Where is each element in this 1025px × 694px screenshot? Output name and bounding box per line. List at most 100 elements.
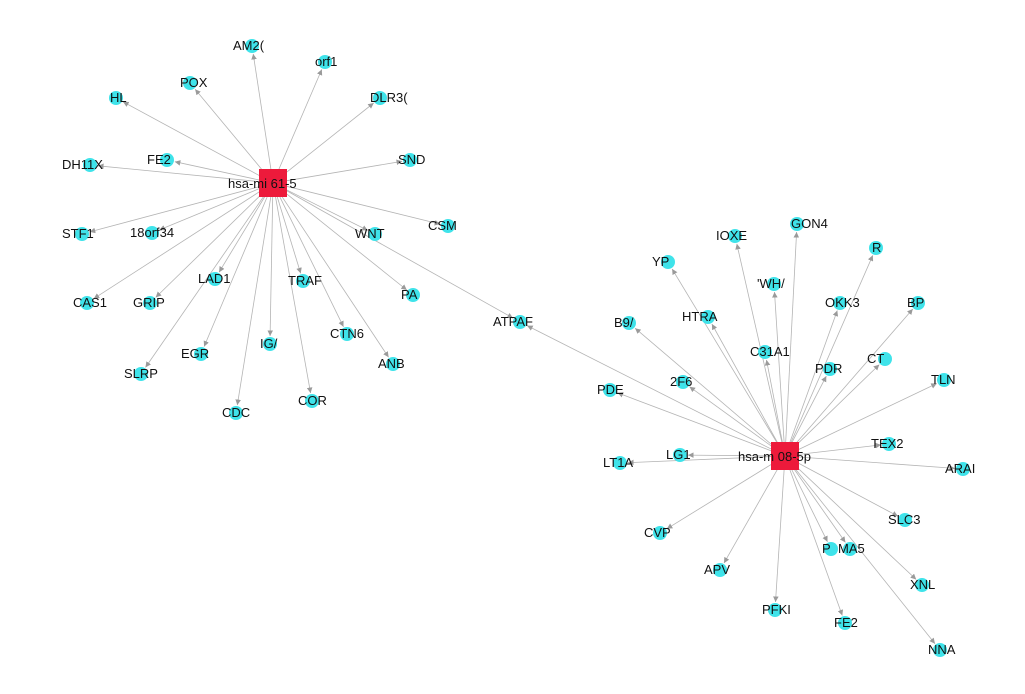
edge-h1-t8: [174, 160, 260, 181]
target-node-label: AM2(: [233, 38, 265, 53]
target-node-dot: [843, 542, 857, 556]
target-node-dot: [622, 316, 636, 330]
target-node-dot: [701, 310, 715, 324]
mirna-hub-node[interactable]: hsa-m 08-5p: [738, 442, 811, 470]
target-node[interactable]: NNA: [928, 642, 956, 657]
target-node[interactable]: SLC3: [888, 512, 921, 527]
target-node-label: DH11X: [62, 157, 103, 172]
target-node[interactable]: APV: [704, 562, 730, 577]
mirna-hub-node[interactable]: hsa-mi 61-5: [228, 169, 297, 197]
target-node[interactable]: 18orf34: [130, 225, 174, 240]
target-node-dot: [160, 153, 174, 167]
target-node[interactable]: DLR3(: [370, 90, 408, 105]
target-node-label: TLN: [931, 372, 956, 387]
target-node-label: PA: [401, 287, 418, 302]
target-node[interactable]: B9/: [614, 315, 636, 330]
target-node[interactable]: HL: [109, 90, 127, 105]
target-node[interactable]: orf1: [315, 54, 337, 69]
target-node[interactable]: LAD1: [198, 271, 231, 286]
target-node[interactable]: AM2(: [233, 38, 265, 53]
target-node[interactable]: ANB: [378, 356, 405, 371]
target-node[interactable]: P: [822, 541, 838, 556]
target-node[interactable]: ARAI: [945, 461, 975, 476]
edge-h2-t44: [798, 456, 956, 471]
target-node[interactable]: FE2: [147, 152, 174, 167]
target-node-label: MA5: [838, 541, 865, 556]
target-node[interactable]: IOXE: [716, 228, 747, 243]
target-node[interactable]: PFKI: [762, 602, 791, 617]
target-node[interactable]: C31A1: [750, 344, 790, 359]
target-node[interactable]: TEX2: [871, 436, 904, 451]
target-node-dot: [878, 352, 892, 366]
target-node[interactable]: GRIP: [133, 295, 165, 310]
target-node[interactable]: CT: [867, 351, 892, 366]
target-node-dot: [134, 367, 148, 381]
target-node-label: PFKI: [762, 602, 791, 617]
target-node-label: IG/: [260, 336, 278, 351]
target-node[interactable]: LT1A: [603, 455, 633, 470]
target-node[interactable]: CSM: [428, 218, 457, 233]
edge-h1-t18: [278, 195, 344, 327]
target-node[interactable]: PA: [401, 287, 420, 302]
target-node-label: FE2: [834, 615, 858, 630]
edge-h1-t15: [93, 190, 262, 300]
target-node[interactable]: TLN: [931, 372, 956, 387]
target-node[interactable]: DH11X: [62, 157, 103, 172]
target-node[interactable]: YP: [652, 254, 675, 269]
target-node-label: P: [822, 541, 831, 556]
edge-h2-t40: [689, 386, 774, 449]
target-node[interactable]: LG1: [666, 447, 691, 462]
target-node[interactable]: CDC: [222, 405, 250, 420]
target-node-label: ARAI: [945, 461, 975, 476]
target-node-label: HL: [110, 90, 127, 105]
target-node[interactable]: SLRP: [124, 366, 158, 381]
edge-h1-t1: [251, 53, 272, 170]
target-node-dot: [109, 91, 123, 105]
edge-h1-t4: [283, 102, 374, 175]
target-node[interactable]: CTN6: [330, 326, 364, 341]
edge-h1-t3: [194, 88, 265, 173]
edge-h2-t50: [794, 465, 917, 580]
target-node-label: EGR: [181, 346, 209, 361]
target-node-dot: [713, 563, 727, 577]
target-node[interactable]: XNL: [910, 577, 935, 592]
target-node-dot: [513, 315, 527, 329]
target-node-dot: [340, 327, 354, 341]
target-node[interactable]: PDE: [597, 382, 624, 397]
target-node[interactable]: CVP: [644, 525, 671, 540]
target-node[interactable]: EGR: [181, 346, 209, 361]
target-node[interactable]: GON4: [790, 216, 828, 231]
edge-h1-t13: [218, 194, 267, 273]
target-node-label: TRAF: [288, 273, 322, 288]
target-node[interactable]: ATPAF: [493, 314, 533, 329]
target-node-label: PDR: [815, 361, 842, 376]
target-node[interactable]: PDR: [815, 361, 842, 376]
target-node-dot: [318, 55, 332, 69]
target-node[interactable]: MA5: [838, 541, 865, 556]
target-node-label: SND: [398, 152, 425, 167]
target-node[interactable]: 'WH/: [757, 276, 785, 291]
target-node[interactable]: IG/: [260, 336, 278, 351]
target-node[interactable]: HTRA: [682, 309, 718, 324]
target-node[interactable]: TRAF: [288, 273, 322, 288]
target-node[interactable]: SND: [398, 152, 425, 167]
target-node[interactable]: WNT: [355, 226, 385, 241]
target-node-label: 18orf34: [130, 225, 174, 240]
target-node-label: CSM: [428, 218, 457, 233]
target-node-label: XNL: [910, 577, 935, 592]
target-node[interactable]: STF1: [62, 226, 94, 241]
target-node[interactable]: R: [869, 240, 883, 255]
target-node[interactable]: OKK3: [825, 295, 860, 310]
target-node-dot: [728, 229, 742, 243]
target-node-dot: [403, 153, 417, 167]
target-node-label: IOXE: [716, 228, 747, 243]
target-node[interactable]: POX: [180, 75, 208, 90]
target-node-label: CT: [867, 351, 884, 366]
edge-h1-t9: [89, 186, 260, 234]
target-node[interactable]: FE2: [834, 615, 858, 630]
target-node[interactable]: CAS1: [73, 295, 107, 310]
target-node[interactable]: COR: [298, 393, 327, 408]
target-node[interactable]: BP: [907, 295, 925, 310]
target-node[interactable]: 2F6: [670, 374, 692, 389]
